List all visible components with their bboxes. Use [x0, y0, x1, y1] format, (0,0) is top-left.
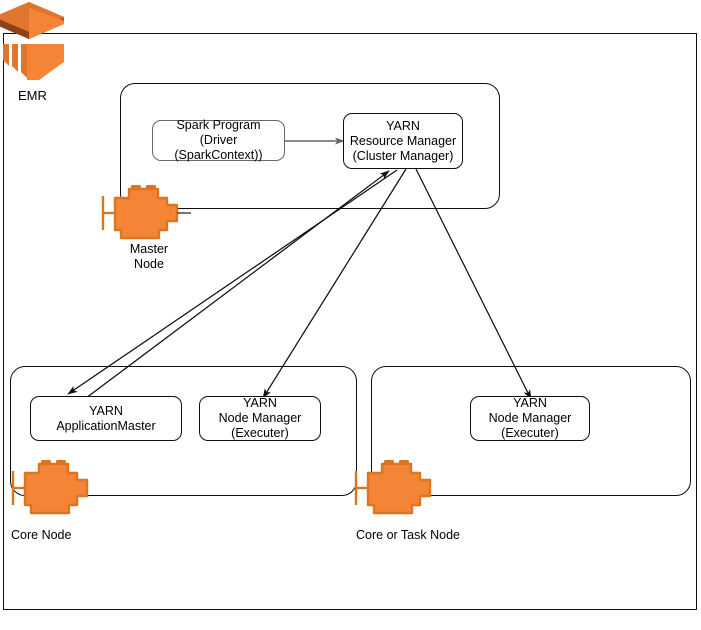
- yarn-node-manager-1-box[interactable]: YARN Node Manager (Executer): [199, 396, 321, 441]
- yarn-application-master-box[interactable]: YARN ApplicationMaster: [30, 396, 182, 441]
- node-manager-2-line3: (Executer): [501, 426, 559, 440]
- master-node-label-line2: Node: [134, 257, 164, 271]
- resource-manager-line1: YARN: [386, 118, 420, 133]
- node-manager-2-line1: YARN: [513, 396, 547, 410]
- core-node-server-icon: [11, 455, 101, 520]
- spark-program-line2: (Driver (SparkContext)): [174, 133, 263, 162]
- task-node-server-icon: [354, 455, 444, 520]
- node-manager-1-line2: Node Manager: [218, 411, 302, 425]
- yarn-node-manager-2-text: YARN Node Manager (Executer): [485, 396, 576, 441]
- emr-label: EMR: [18, 88, 47, 103]
- yarn-node-manager-2-box[interactable]: YARN Node Manager (Executer): [470, 396, 590, 441]
- core-node-label: Core Node: [11, 528, 72, 542]
- task-node-label: Core or Task Node: [356, 528, 460, 542]
- application-master-line2: ApplicationMaster: [56, 418, 156, 433]
- yarn-application-master-text: YARN ApplicationMaster: [52, 404, 159, 434]
- yarn-node-manager-1-text: YARN Node Manager (Executer): [215, 396, 306, 441]
- node-manager-1-line3: (Executer): [231, 426, 289, 440]
- master-node-server-icon: [101, 180, 191, 245]
- yarn-resource-manager-text: YARN Resource Manager (Cluster Manager): [346, 119, 460, 164]
- emr-container-border: [3, 33, 697, 610]
- emr-logo-icon: [0, 0, 65, 82]
- application-master-line1: YARN: [89, 403, 123, 418]
- spark-program-text: Spark Program (Driver (SparkContext)): [153, 118, 284, 163]
- spark-program-box[interactable]: Spark Program (Driver (SparkContext)): [152, 118, 285, 163]
- node-manager-2-line2: Node Manager: [488, 411, 572, 425]
- yarn-resource-manager-box[interactable]: YARN Resource Manager (Cluster Manager): [343, 113, 463, 169]
- master-node-label: Master Node: [119, 242, 179, 272]
- spark-program-line1: Spark Program: [176, 118, 261, 132]
- resource-manager-line3: (Cluster Manager): [352, 148, 454, 163]
- master-node-label-line1: Master: [129, 242, 169, 256]
- node-manager-1-line1: YARN: [243, 396, 277, 410]
- resource-manager-line2: Resource Manager: [349, 133, 457, 148]
